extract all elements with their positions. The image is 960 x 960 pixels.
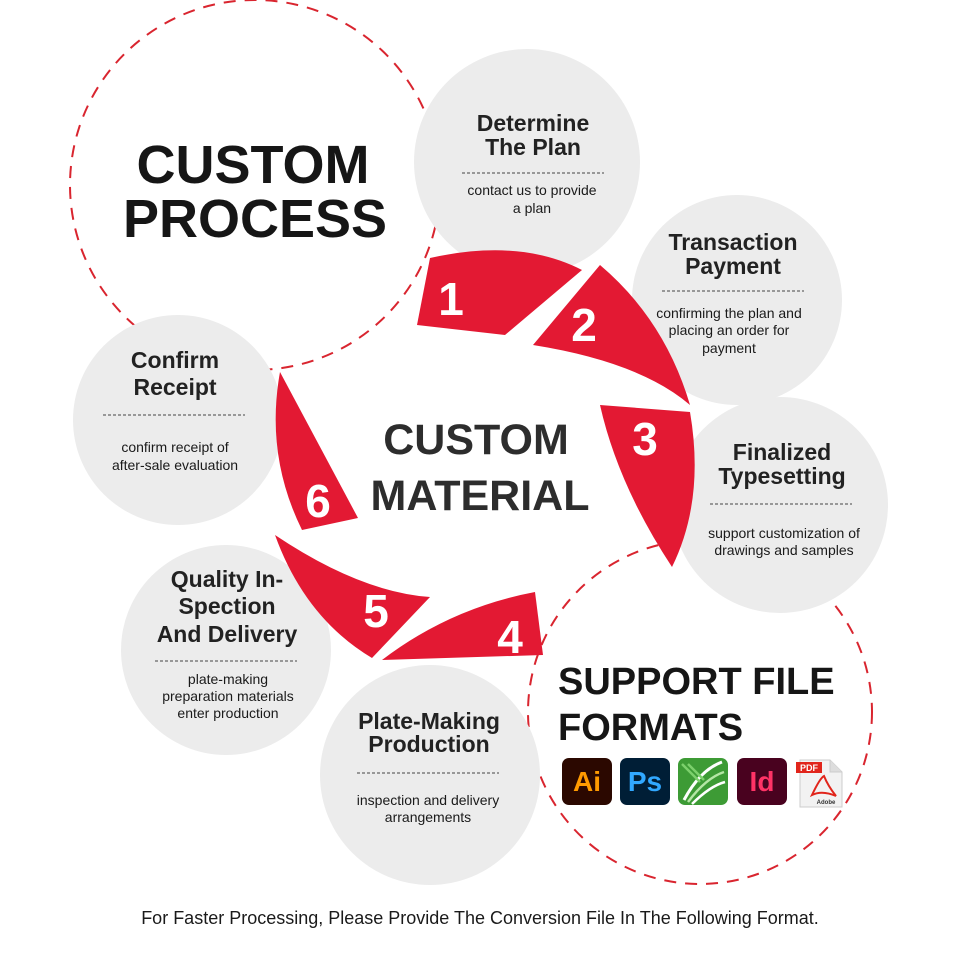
step-4-number: 4 (497, 611, 523, 663)
svg-text:PDF: PDF (800, 763, 819, 773)
center-title-line-1: CUSTOM (383, 416, 569, 464)
step-1-desc-line-2: a plan (513, 200, 551, 216)
indesign-icon: Id (737, 758, 787, 805)
step-1-desc-line-1: contact us to provide (467, 182, 596, 198)
step-5-title-line-1: Quality In- (171, 566, 283, 592)
step-6-title-line-2: Receipt (133, 374, 216, 400)
footer-note: For Faster Processing, Please Provide Th… (141, 908, 819, 928)
step-5-title-line-3: And Delivery (157, 621, 298, 647)
step-5-desc-line-3: enter production (177, 705, 278, 721)
formats-title-line-1: SUPPORT FILE (558, 661, 835, 703)
step-3-number: 3 (632, 413, 658, 465)
step-2-title-line-1: Transaction (668, 229, 797, 255)
coreldraw-icon (678, 758, 728, 805)
step-2-desc-line-2: placing an order for (669, 322, 790, 338)
red-petal-3 (600, 405, 695, 567)
step-5-title-line-2: Spection (178, 593, 275, 619)
step-6-title-line-1: Confirm (131, 347, 219, 373)
title-line-2: PROCESS (123, 189, 387, 249)
red-petal-5 (275, 535, 430, 658)
step-3-title-line-1: Finalized (733, 439, 831, 465)
step-6-desc-line-1: confirm receipt of (121, 439, 228, 455)
step-5-desc-line-2: preparation materials (162, 688, 294, 704)
svg-text:Id: Id (750, 766, 775, 797)
svg-text:Ai: Ai (573, 766, 601, 797)
pdf-icon: PDF Adobe (796, 759, 843, 808)
bubble-step-6 (73, 315, 283, 525)
step-2-desc-line-3: payment (702, 340, 756, 356)
center-title-line-2: MATERIAL (371, 472, 590, 520)
process-diagram: 1 2 3 4 5 6 CUSTOM PROCESS CUSTOM MATERI… (69, 0, 888, 885)
step-3-title-line-2: Typesetting (718, 463, 845, 489)
red-petal-6 (275, 372, 358, 530)
svg-text:Adobe: Adobe (817, 800, 836, 806)
step-4-desc-line-2: arrangements (385, 809, 471, 825)
step-3-desc-line-2: drawings and samples (714, 542, 853, 558)
svg-text:Ps: Ps (628, 766, 662, 797)
red-petal-2 (533, 265, 690, 405)
red-petal-4 (382, 592, 543, 660)
title-line-1: CUSTOM (136, 135, 369, 195)
bubble-step-4 (320, 665, 540, 885)
step-4-desc-line-1: inspection and delivery (357, 792, 499, 808)
step-4-title-line-2: Production (368, 731, 489, 757)
step-1-title-line-1: Determine (477, 110, 589, 136)
formats-title-line-2: FORMATS (558, 707, 743, 749)
step-3-desc-line-1: support customization of (708, 525, 860, 541)
dashed-circle-bottom-right (527, 539, 873, 885)
step-2-number: 2 (571, 299, 597, 351)
step-2-desc-line-1: confirming the plan and (656, 305, 802, 321)
photoshop-icon: Ps (620, 758, 670, 805)
step-4-title-line-1: Plate-Making (358, 708, 500, 734)
bubble-step-2 (632, 195, 842, 405)
step-1-number: 1 (438, 273, 464, 325)
step-6-desc-line-2: after-sale evaluation (112, 457, 238, 473)
bubble-step-3 (672, 397, 888, 613)
step-2-title-line-2: Payment (685, 253, 781, 279)
step-6-number: 6 (305, 475, 331, 527)
bubble-step-5 (121, 545, 331, 755)
step-5-number: 5 (363, 585, 389, 637)
illustrator-icon: Ai (562, 758, 612, 805)
red-petal-1 (417, 250, 582, 335)
bubble-step-1 (414, 49, 640, 275)
step-5-desc-line-1: plate-making (188, 671, 268, 687)
step-1-title-line-2: The Plan (485, 134, 581, 160)
